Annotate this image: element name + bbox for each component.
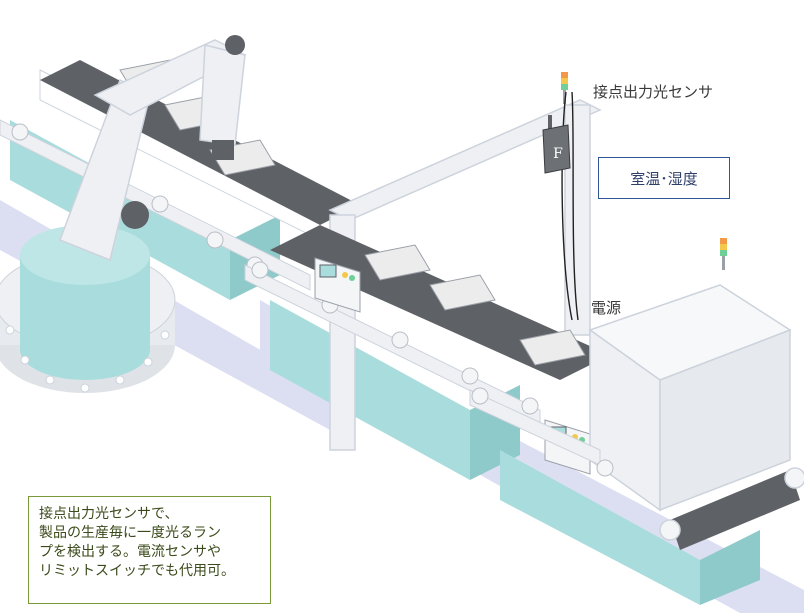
signal-tower-1: [561, 72, 568, 104]
sensor-device-mark: F: [553, 146, 563, 162]
sensor-label: 接点出力光センサ: [593, 83, 714, 101]
note-line: プを検出する。電流センサや: [39, 544, 221, 560]
conveyor-3: [469, 387, 614, 477]
conveyor-2: [244, 225, 610, 426]
note-line: 接点出力光センサで、: [39, 506, 179, 522]
power-label: 電源: [591, 299, 622, 317]
room-temp-humidity-label: 室温･湿度: [630, 169, 698, 188]
signal-tower-2: [720, 238, 727, 270]
sensor-note-box: 接点出力光センサで、 製品の生産毎に一度光るラン プを検出する。電流センサや リ…: [28, 496, 271, 604]
note-line: 製品の生産毎に一度光るラン: [39, 525, 221, 541]
robot-arm: [59, 35, 247, 262]
robot-base: [0, 225, 176, 393]
room-temp-humidity-box: 室温･湿度: [598, 157, 730, 199]
note-line: リミットスイッチでも代用可。: [39, 563, 235, 579]
control-panel-1: [314, 257, 361, 313]
light-sensor-device: F: [542, 91, 579, 321]
